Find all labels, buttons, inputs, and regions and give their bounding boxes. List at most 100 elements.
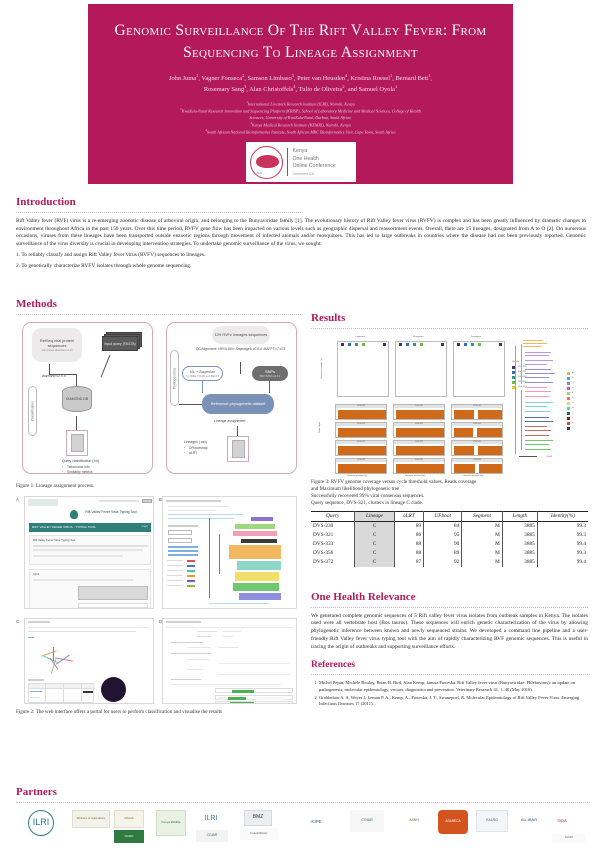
cell-lineage: C bbox=[354, 521, 394, 531]
app-title: Rift Valley Fever Virus Typing Tool bbox=[85, 509, 137, 514]
input-card[interactable]: Input bbox=[29, 568, 151, 608]
tree-legend-label-7: H bbox=[572, 406, 574, 409]
partner-logo-icipe: ICIPE bbox=[298, 810, 334, 834]
coverage-cell: DVS-333 bbox=[393, 440, 445, 456]
introduction-objective-1: 1. To reliably classify and assign Rift … bbox=[16, 251, 206, 258]
cell-lineage: C bbox=[354, 530, 394, 540]
screenshot-label-a: A bbox=[16, 496, 19, 502]
cell-ufboot: 84 bbox=[423, 521, 462, 531]
node-input-query-label: Input query (FASTA) bbox=[104, 341, 136, 346]
cell-identity: 99.4 bbox=[536, 539, 588, 549]
node-refseq-sequences: RefSeq viral protein sequences with prot… bbox=[32, 328, 82, 363]
tree-legend-label-10: K bbox=[572, 421, 574, 424]
node-refseq-subtext: with protein download v2.10 bbox=[41, 348, 73, 352]
checkbox-row[interactable] bbox=[168, 549, 198, 552]
arrow bbox=[49, 364, 50, 375]
screenshot-tree-viewer[interactable] bbox=[162, 495, 297, 609]
nav-login-button[interactable] bbox=[142, 499, 152, 504]
figure3-caption-line-0: Figure 3: RVFV genome coverage versus cy… bbox=[311, 479, 477, 485]
methods-heading: Methods bbox=[16, 298, 57, 311]
coverage-cell-title: DVS-321 bbox=[336, 423, 386, 427]
screenshot-sequence-assignment[interactable] bbox=[162, 617, 297, 704]
coverage-xlabel-2: Genomic position (bp) bbox=[463, 475, 484, 477]
cell-lineage: C bbox=[354, 557, 394, 567]
cell-length: 3885 bbox=[501, 539, 538, 549]
table-header-row: Query Lineage aLRT UFboot Segment Length… bbox=[311, 511, 588, 522]
reference-item: Grobbelaar A. A, Weyer J, Leman P. A., K… bbox=[319, 695, 588, 708]
cell-alrt: 88 bbox=[393, 539, 424, 549]
tree-legend-label-6: G bbox=[572, 401, 574, 404]
screenshot-results[interactable] bbox=[24, 617, 154, 704]
tree-legend-label-0: A bbox=[572, 371, 574, 374]
node-input-query-stack: Input query (FASTA) bbox=[102, 332, 142, 352]
phylogenetic-tree-canvas[interactable] bbox=[205, 514, 296, 602]
arrow bbox=[202, 381, 203, 394]
cell-length: 3885 bbox=[501, 521, 538, 531]
col-lineage: Lineage bbox=[354, 511, 394, 522]
scatter-point bbox=[383, 343, 386, 346]
introduction-paragraph: Rift Valley fever (RVF) virus is a re-em… bbox=[16, 218, 586, 248]
screenshot-label-d: D bbox=[159, 618, 163, 624]
poster-header-banner: Genomic Surveillance of the Rift Valley … bbox=[88, 4, 513, 184]
intro-card-heading: Rift Valley Fever Virus Typing Tool bbox=[33, 537, 76, 542]
screenshot-typing-tool-home[interactable]: Rift Valley Fever Virus Typing Tool RIFT… bbox=[24, 495, 154, 609]
cell-identity: 99.3 bbox=[536, 530, 588, 540]
scatter-point bbox=[464, 343, 467, 346]
one-health-paragraph: We generated complete genomic sequences … bbox=[311, 612, 588, 650]
page-title: Genomic Surveillance of the Rift Valley … bbox=[114, 22, 487, 61]
coverage-track bbox=[215, 694, 293, 700]
arrow bbox=[237, 426, 238, 437]
coverage-cell: DVS-356 bbox=[393, 458, 445, 474]
partner-logo-au-ibar: AU-IBAR bbox=[516, 810, 542, 830]
cell-ufboot: 95 bbox=[423, 530, 462, 540]
legend-label-1: DVS-321 bbox=[518, 370, 527, 373]
results-table[interactable] bbox=[28, 682, 95, 703]
node-diamond-db: DIAMOND DB bbox=[62, 386, 92, 413]
cell-query: DVS-372 bbox=[313, 559, 334, 566]
coverage-cell: DVS-356 bbox=[335, 458, 387, 474]
results-table: Query Lineage aLRT UFboot Segment Length… bbox=[311, 511, 588, 567]
coverage-cell-title: DVS-321 bbox=[394, 423, 444, 427]
scatter-axes-s bbox=[453, 341, 505, 397]
cell-length: 3885 bbox=[501, 557, 538, 567]
app-navbar[interactable]: RIFT VALLEY FEVER VIRUS - TYPING TOOL Lo… bbox=[29, 522, 151, 532]
node-snps: SNPs SNP-SITES v2.5.1 bbox=[252, 366, 288, 382]
label-classification: Classification bbox=[28, 386, 37, 437]
cell-ufboot: 92 bbox=[423, 557, 462, 567]
legend-label-4: DVS-372 bbox=[518, 385, 527, 388]
table-row: DVS-372 C 87 92 M 3885 99.4 bbox=[311, 557, 588, 567]
cell-ufboot: 90 bbox=[423, 539, 462, 549]
select-layout[interactable] bbox=[168, 529, 192, 535]
checkbox-row[interactable] bbox=[168, 545, 198, 548]
scatter-point bbox=[471, 343, 474, 346]
cell-query: DVS-321 bbox=[313, 532, 334, 539]
output-a-details: Query classification (.txt) Taxonomic in… bbox=[62, 459, 99, 474]
scatter-point bbox=[499, 343, 502, 346]
tree-legend-label-2: C bbox=[572, 381, 574, 384]
coverage-cell: DVS-333 bbox=[335, 440, 387, 456]
results-figures: L-segment M-segment S-segment Genome cov… bbox=[311, 334, 588, 477]
partner-logo-kenya-wildlife: Kenya Wildlife bbox=[156, 810, 186, 836]
references-section: References Michel Pepin, Michèle Bouloy,… bbox=[311, 660, 588, 708]
partner-logo-ministry-of-agriculture: Ministry of Agriculture bbox=[72, 810, 110, 828]
cell-identity: 99.3 bbox=[536, 548, 588, 558]
results-table-caption bbox=[28, 678, 44, 681]
nav-links[interactable] bbox=[99, 499, 139, 503]
author-list: John Juma1, Vagner Fonseca2, Samson Limb… bbox=[168, 73, 433, 94]
legend-swatch bbox=[512, 371, 515, 374]
arrow bbox=[76, 374, 77, 387]
partner-logo-kemri: KEMRI bbox=[552, 834, 586, 843]
sequence-textarea[interactable] bbox=[78, 602, 148, 608]
checkbox-row[interactable] bbox=[168, 553, 198, 556]
file-upload-box[interactable] bbox=[78, 585, 148, 600]
navbar-menu[interactable]: Login bbox=[141, 525, 148, 529]
conference-badge: AHH Kenya One Health Online Conference D… bbox=[245, 142, 356, 183]
cell-lineage: C bbox=[354, 539, 394, 549]
col-segment: Segment bbox=[461, 511, 503, 522]
methods-diagram: RefSeq viral protein sequences with prot… bbox=[16, 320, 301, 481]
legend-swatch bbox=[512, 366, 515, 369]
scatter-panel-title-1: M-segment bbox=[413, 336, 424, 338]
introduction-section: Introduction Rift Valley fever (RVF) vir… bbox=[16, 196, 586, 270]
navbar-title: RIFT VALLEY FEVER VIRUS - TYPING TOOL bbox=[32, 524, 96, 529]
select-colour[interactable] bbox=[168, 537, 192, 543]
